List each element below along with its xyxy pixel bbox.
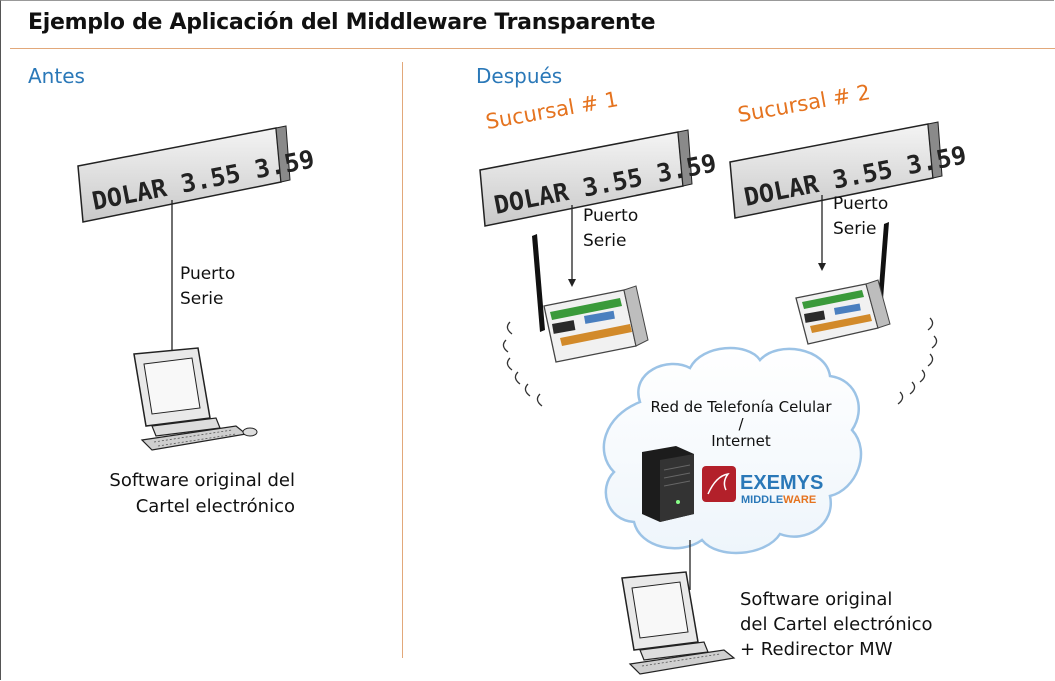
figure-title: Ejemplo de Aplicación del Middleware Tra…: [28, 10, 656, 35]
section-divider: [402, 62, 403, 658]
computer-icon: [621, 571, 736, 675]
cloud-icon: [602, 346, 863, 555]
brand-name: EXEMYS: [740, 472, 823, 494]
led-display-icon: DOLAR 3.55 3.59: [77, 125, 317, 223]
server-icon: [642, 446, 694, 522]
after-heading: Después: [476, 64, 563, 88]
modem-icon: [795, 222, 891, 345]
cloud-label: Red de Telefonía Celular / Internet: [650, 398, 832, 450]
computer-icon: [133, 347, 258, 451]
signal-waves-icon: [897, 317, 938, 405]
signal-waves-icon: [502, 321, 543, 407]
exemys-logo-icon: [702, 466, 736, 502]
before-heading: Antes: [28, 64, 85, 88]
serial-arrow-2: [818, 195, 826, 271]
serial-arrow-1: [568, 205, 576, 287]
after-software-label: Software original del Cartel electrónico…: [740, 589, 933, 660]
brand-sub-1: MIDDLEWARE: [741, 494, 816, 506]
modem-icon: [532, 234, 649, 363]
title-divider: [10, 48, 1055, 49]
